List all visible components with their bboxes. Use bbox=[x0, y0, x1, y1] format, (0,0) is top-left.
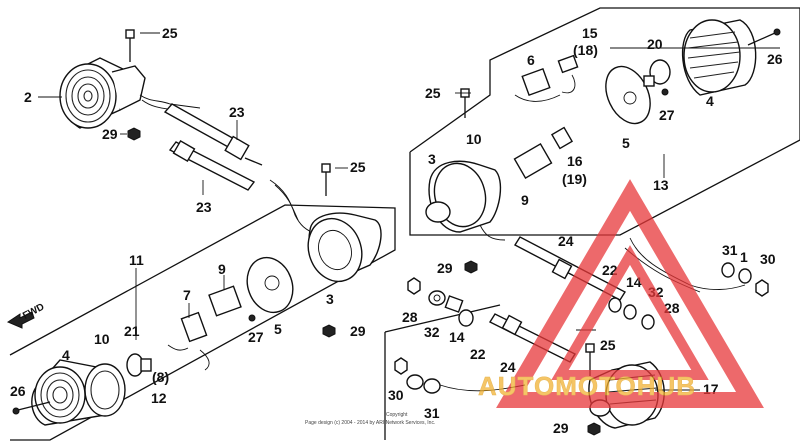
callout-26-right: 26 bbox=[767, 51, 783, 67]
callout-20: 20 bbox=[647, 36, 663, 52]
copyright-line-2: Page design (c) 2004 - 2014 by ARI Netwo… bbox=[305, 420, 435, 426]
nut-29-left bbox=[127, 127, 141, 141]
callout-5-left: 5 bbox=[274, 321, 282, 337]
callout-10-right: 10 bbox=[466, 131, 482, 147]
callout-25-lower-right: 25 bbox=[600, 337, 616, 353]
nut-29-right bbox=[464, 260, 478, 274]
callout-5-right: 5 bbox=[622, 135, 630, 151]
callout-7: 7 bbox=[183, 287, 191, 303]
callout-18: (18) bbox=[573, 42, 598, 58]
frame-lower-right-top bbox=[384, 304, 501, 333]
bulb-21 bbox=[126, 353, 152, 377]
copyright-line-1: Copyright bbox=[386, 412, 408, 418]
callout-2: 2 bbox=[24, 89, 32, 105]
nut-29-mid bbox=[322, 324, 336, 338]
callout-4-right: 4 bbox=[706, 93, 714, 109]
callout-27-left: 27 bbox=[248, 329, 264, 345]
callout-15: 15 bbox=[582, 25, 598, 41]
callout-6: 6 bbox=[527, 52, 535, 68]
callout-31-upper: 31 bbox=[722, 242, 738, 258]
turn-signal-rear-left bbox=[31, 359, 126, 426]
stay-23-upper bbox=[163, 103, 263, 166]
watermark-logo: AUTOMOTOHUB bbox=[478, 179, 764, 408]
callout-29-bottom: 29 bbox=[553, 420, 569, 436]
watermark-triangle bbox=[496, 179, 764, 408]
callout-4-left: 4 bbox=[62, 347, 70, 363]
wires-left bbox=[269, 179, 319, 236]
callout-23-lower: 23 bbox=[196, 199, 212, 215]
socket-plate-5-left bbox=[246, 256, 294, 314]
screw-26-right bbox=[747, 28, 781, 46]
callout-3-right: 3 bbox=[428, 151, 436, 167]
housing-3-left bbox=[307, 212, 382, 283]
callout-28-lower: 28 bbox=[402, 309, 418, 325]
callout-25-top-left: 25 bbox=[162, 25, 178, 41]
screw-27-right bbox=[661, 88, 669, 96]
watermark-triangle-inner bbox=[551, 245, 709, 380]
callout-9-left: 9 bbox=[218, 261, 226, 277]
frame-left-assembly bbox=[9, 204, 396, 441]
callout-31-lower: 31 bbox=[424, 405, 440, 421]
socket-9-right bbox=[513, 126, 574, 179]
watermark-text: AUTOMOTOHUB bbox=[478, 371, 696, 401]
fwd-arrow: FWD bbox=[6, 302, 46, 329]
callout-23-upper: 23 bbox=[229, 104, 245, 120]
callout-14-lower: 14 bbox=[449, 329, 465, 345]
screw-26-left bbox=[12, 401, 51, 415]
socket-15-18 bbox=[557, 54, 579, 74]
nuts-30-31-1 bbox=[721, 262, 769, 297]
callout-16: 16 bbox=[567, 153, 583, 169]
reflector-5-right bbox=[605, 65, 651, 125]
socket-7 bbox=[167, 311, 210, 371]
callout-25-right: 25 bbox=[425, 85, 441, 101]
callout-30-lower: 30 bbox=[388, 387, 404, 403]
washers-left-column bbox=[407, 277, 474, 327]
socket-6 bbox=[514, 67, 576, 102]
frame-right-assembly bbox=[409, 7, 800, 236]
callout-13: 13 bbox=[653, 177, 669, 193]
callout-3-left: 3 bbox=[326, 291, 334, 307]
callout-27-right: 27 bbox=[659, 107, 675, 123]
housing-3-right bbox=[425, 160, 506, 241]
washers-22-32 bbox=[608, 297, 655, 330]
callout-22-lower: 22 bbox=[470, 346, 486, 362]
callout-8: (8) bbox=[152, 369, 169, 385]
callout-10-left: 10 bbox=[94, 331, 110, 347]
callout-29-right: 29 bbox=[437, 260, 453, 276]
nut-29-bottom bbox=[587, 422, 601, 436]
callout-24-lower: 24 bbox=[500, 359, 516, 375]
callout-29-left: 29 bbox=[102, 126, 118, 142]
callout-9-right: 9 bbox=[521, 192, 529, 208]
turn-signal-front-left bbox=[59, 57, 201, 129]
callout-25-mid: 25 bbox=[350, 159, 366, 175]
callout-29-mid: 29 bbox=[350, 323, 366, 339]
bulb-socket-9-left bbox=[208, 285, 256, 322]
fwd-label: FWD bbox=[21, 302, 46, 322]
bolt-25-top-left bbox=[125, 29, 135, 62]
turn-signal-rear-right bbox=[681, 19, 757, 96]
callout-11: 11 bbox=[129, 252, 144, 268]
stay-23-lower bbox=[168, 139, 256, 191]
callout-1: 1 bbox=[740, 249, 748, 265]
bulb-20 bbox=[643, 59, 671, 87]
callout-24-upper: 24 bbox=[558, 233, 574, 249]
bolt-25-mid bbox=[321, 163, 331, 196]
callout-30-upper: 30 bbox=[760, 251, 776, 267]
callout-12: 12 bbox=[151, 390, 167, 406]
callout-32-lower: 32 bbox=[424, 324, 440, 340]
leader-lines bbox=[38, 32, 780, 391]
callout-19: (19) bbox=[562, 171, 587, 187]
callout-26-left: 26 bbox=[10, 383, 26, 399]
callout-21: 21 bbox=[124, 323, 140, 339]
